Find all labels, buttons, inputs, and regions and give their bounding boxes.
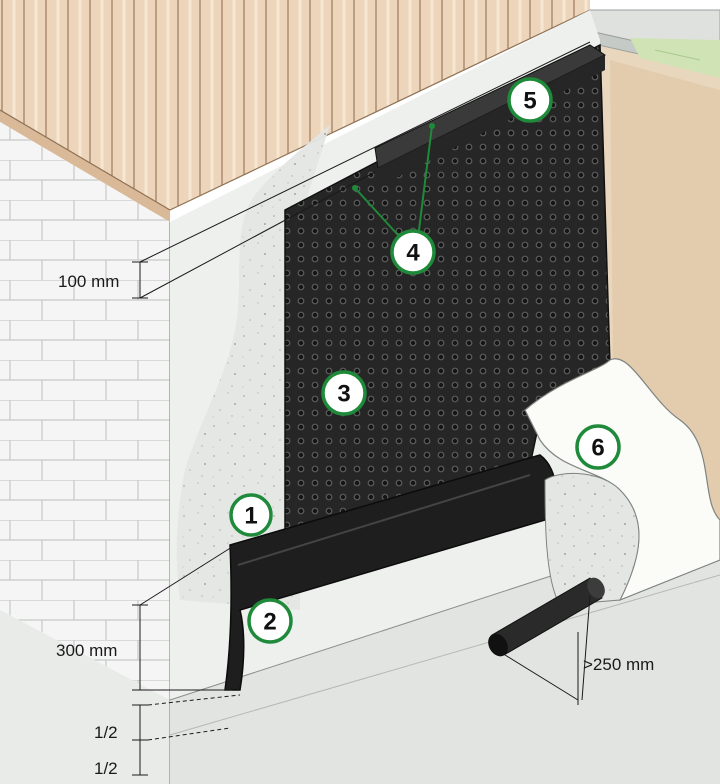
marker-6: 6 [575,424,621,470]
marker-3-label: 3 [337,381,350,408]
dim-label-250mm: >250 mm [583,655,654,674]
marker-4-label: 4 [406,240,420,267]
insulation-board [524,358,720,606]
marker-5: 5 [507,77,553,123]
dim-label-half-upper: 1/2 [94,723,118,742]
marker-1-label: 1 [244,503,257,530]
marker-6-label: 6 [591,435,604,462]
marker-4: 4 [390,229,436,275]
dim-label-half-lower: 1/2 [94,759,118,778]
marker-2: 2 [247,598,293,644]
drain-pipe [488,577,605,657]
foundation-wall-left [0,122,171,784]
marker-2-label: 2 [263,609,276,636]
marker-1: 1 [229,493,273,537]
marker-3: 3 [321,370,367,416]
dimension-halves [132,694,241,776]
grass-patch [630,38,720,78]
dim-label-300mm: 300 mm [56,641,117,660]
dimension-drain [504,594,591,705]
marker-5-label: 5 [523,88,536,115]
dim-label-100mm: 100 mm [58,272,119,291]
wood-cladding [0,0,591,222]
dimension-top [132,41,591,299]
dimension-skirting [132,546,233,691]
